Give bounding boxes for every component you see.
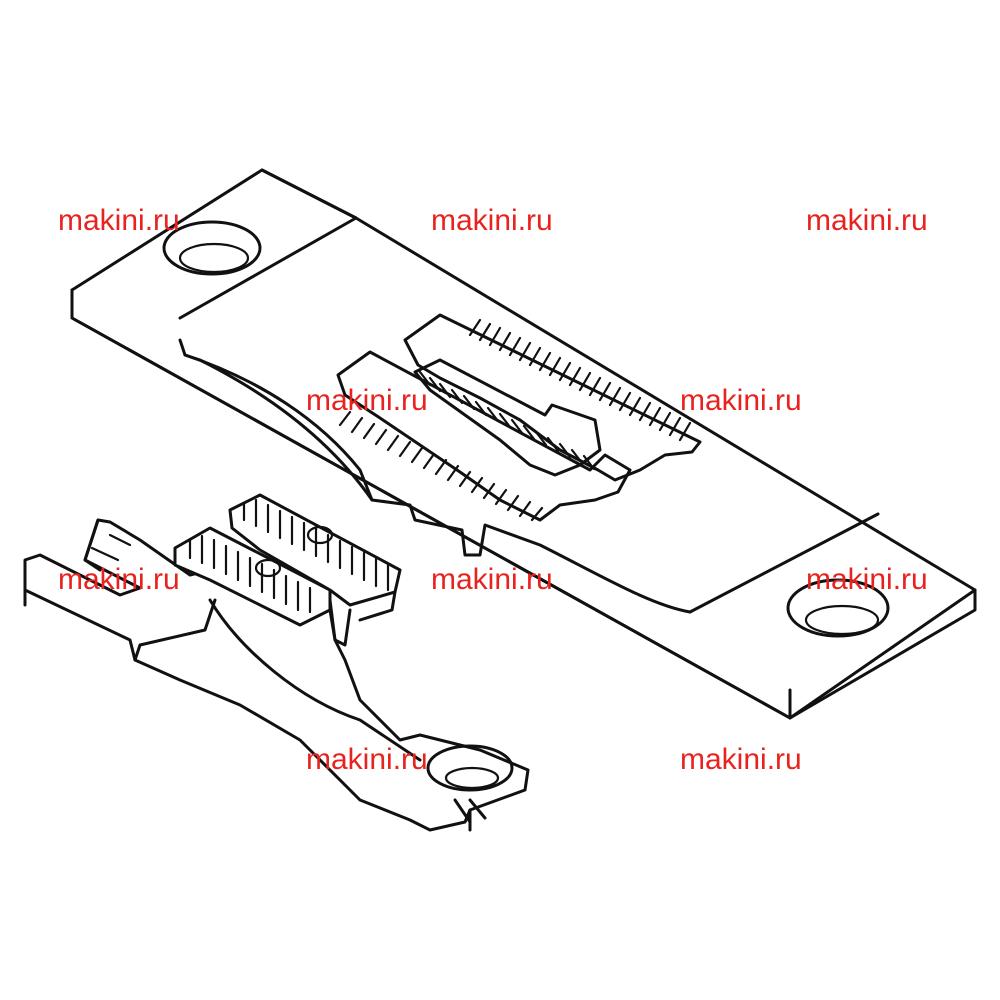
feed-dog	[23, 493, 530, 832]
needle-plate	[70, 168, 977, 720]
